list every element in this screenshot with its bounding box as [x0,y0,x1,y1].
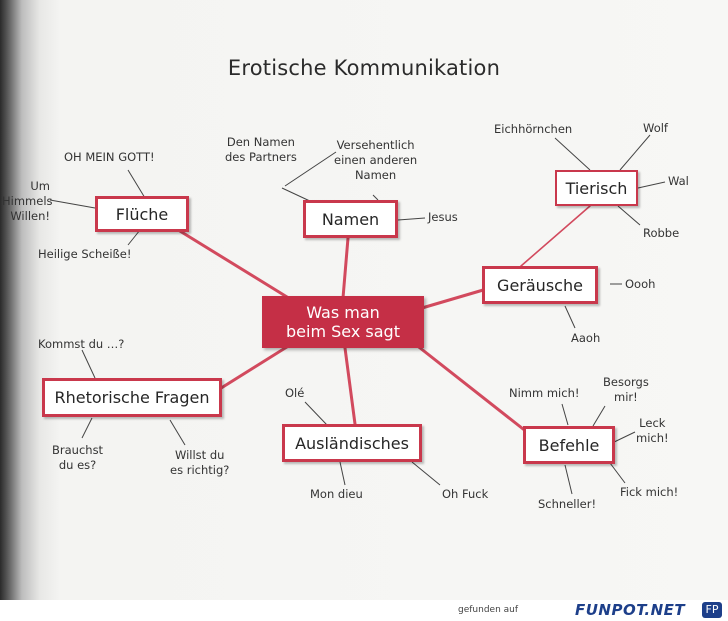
leaf-eichhornchen: Eichhörnchen [494,122,573,136]
twig-oh-mein-gott [127,169,146,199]
twig-willst [169,419,186,446]
twig-robbe [617,205,641,226]
leaf-oh-fuck: Oh Fuck [442,487,489,501]
node-rhetorische-label: Rhetorische Fragen [54,388,210,407]
leaf-versehentlich: Versehentlich einen anderen Namen [334,138,418,182]
node-fluche-label: Flüche [115,204,169,224]
twig-mon-dieu [339,461,346,486]
twig-aaoh [564,305,576,329]
leaf-wal: Wal [668,174,689,188]
node-auslandisches-label: Ausländisches [295,433,409,453]
node-rhetorische: Rhetorische Fragen [42,378,222,417]
twig-den-namen [281,187,313,203]
node-namen-label: Namen [321,209,380,229]
leaf-nimm: Nimm mich! [509,386,580,400]
twig-jesus [397,217,426,221]
leaf-ole: Olé [285,386,305,400]
leaf-aaoh: Aaoh [571,331,601,345]
twig-nimm [561,403,569,426]
leaf-schneller: Schneller! [538,497,597,511]
watermark-found-on: gefunden auf [458,605,519,615]
twig-oh-fuck [411,461,441,486]
twig-fick [609,462,626,484]
leaf-wolf: Wolf [643,121,668,135]
node-auslandisches: Ausländisches [282,424,422,462]
leaf-heilige: Heilige Scheiße! [38,247,132,261]
edge-gerausche [420,286,492,310]
leaf-leck: Leck mich! [636,416,669,445]
center-node: Was man beim Sex sagt [262,296,424,348]
leaf-brauchst: Brauchst du es? [52,443,104,472]
leaf-willst: Willst du es richtig? [170,448,230,477]
leaf-besorgs: Besorgs mir! [603,375,649,404]
node-gerausche-label: Geräusche [497,275,583,295]
twig-eichhornchen [554,137,591,171]
watermark-bar: gefunden auf FUNPOT.NET FP [0,600,728,621]
twig-himmels [49,199,96,209]
twig-versehentlich [284,151,337,187]
mindmap-connectors [49,134,666,495]
node-tierisch: Tierisch [555,170,638,206]
leaf-robbe: Robbe [643,226,680,240]
leaf-oh-mein-gott: OH MEIN GOTT! [64,150,155,164]
node-tierisch-label: Tierisch [565,178,628,198]
twig-brauchst [81,417,93,439]
center-node-label: Was man beim Sex sagt [286,303,400,341]
watermark-logo-icon: FP [702,602,722,618]
edge-rhetorische [208,343,292,397]
twig-versehentlich-2 [372,194,379,201]
leaf-oooh: Oooh [625,277,656,291]
edge-befehle [413,342,534,438]
twig-schneller [564,464,573,495]
twig-kommst [81,349,96,379]
edge-auslandisches [343,346,357,426]
node-befehle-label: Befehle [538,435,600,455]
node-namen: Namen [303,200,398,238]
twig-wolf [619,134,651,171]
leaf-jesus: Jesus [428,210,458,224]
twig-wal [637,181,666,189]
watermark-brand: FUNPOT.NET [575,601,686,619]
leaf-himmels: Um Himmels Willen! [2,179,53,223]
node-fluche: Flüche [95,196,189,232]
leaf-mon-dieu: Mon dieu [310,487,363,501]
twig-besorgs [592,405,606,427]
leaf-den-namen: Den Namen des Partners [225,135,297,164]
twig-ole [304,401,328,426]
edge-fluche [173,226,302,307]
leaf-fick: Fick mich! [620,485,679,499]
diagram-title: Erotische Kommunikation [227,56,501,80]
node-befehle: Befehle [523,426,615,464]
edge-namen [341,236,350,300]
edge-tierisch [520,205,591,267]
book-page: Erotische Kommunikation Was man beim Sex… [0,0,728,600]
node-gerausche: Geräusche [482,266,598,304]
leaf-kommst: Kommst du …? [38,337,125,351]
twig-heilige [127,229,141,246]
